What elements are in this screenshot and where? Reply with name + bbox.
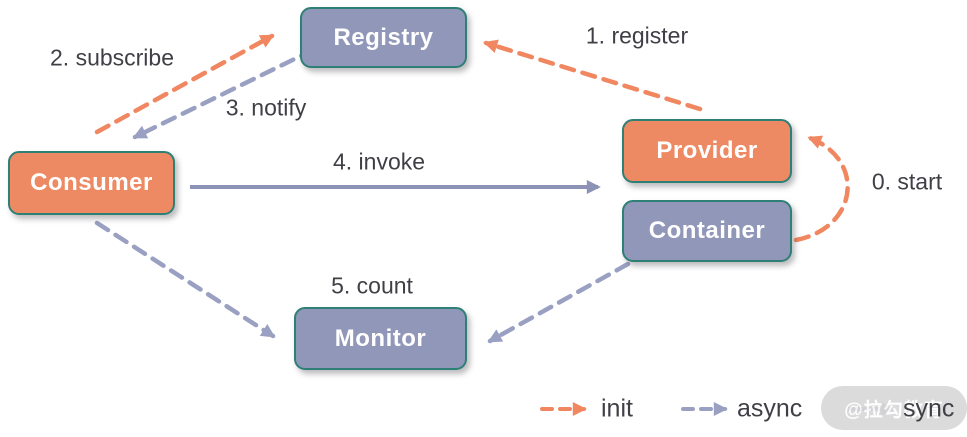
edge-start-arrow (793, 135, 850, 243)
node-provider: Provider (622, 119, 792, 183)
node-monitor-label: Monitor (334, 324, 427, 352)
node-consumer-label: Consumer (30, 169, 153, 196)
edge-register-label: 1. register (585, 22, 689, 49)
edge-invoke-label: 4. invoke (332, 148, 426, 175)
node-monitor: Monitor (294, 307, 467, 370)
node-registry-label: Registry (333, 23, 434, 51)
node-registry: Registry (300, 7, 467, 68)
edge-subscribe-arrow (94, 33, 275, 135)
node-container: Container (622, 200, 792, 262)
legend-async-label: async (737, 394, 803, 423)
edge-count-consumer-arrow (94, 220, 276, 339)
watermark-badge: @拉勾教育 (821, 386, 967, 430)
edge-subscribe-label: 2. subscribe (49, 44, 175, 71)
node-provider-label: Provider (656, 137, 758, 164)
edge-register-arrow (483, 39, 703, 112)
node-container-label: Container (648, 217, 766, 244)
edge-notify-arrow (132, 47, 316, 140)
edge-count-label: 5. count (331, 272, 413, 299)
edge-count-container-arrow (487, 261, 631, 344)
legend-sync-label: sync (903, 394, 955, 423)
edge-start-label: 0. start (871, 168, 943, 195)
legend-init-label: init (601, 394, 633, 423)
node-consumer: Consumer (8, 151, 175, 215)
edge-notify-label: 3. notify (225, 94, 307, 121)
